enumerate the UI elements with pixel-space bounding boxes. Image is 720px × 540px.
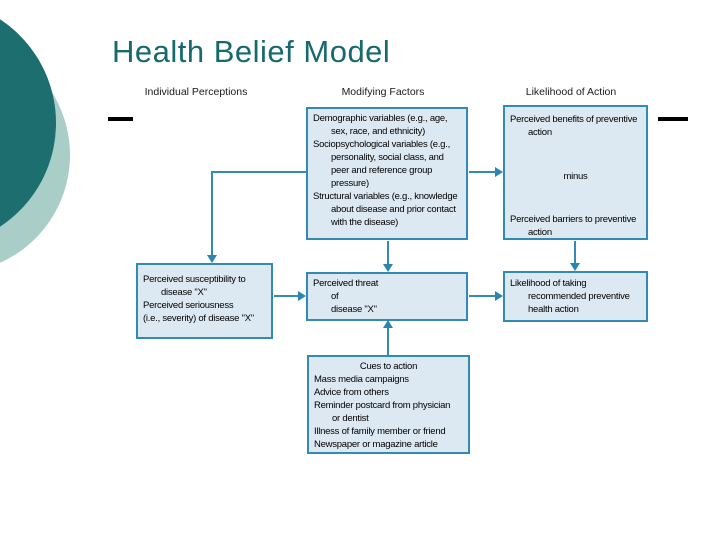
arrowhead-down-into-likelihood (570, 263, 580, 271)
box-text-line: of (331, 291, 339, 302)
box-text-line: Advice from others (314, 387, 389, 398)
box-text-line: about disease and prior contact (331, 204, 456, 215)
arrowhead-right-into-likelihood (495, 291, 503, 301)
box-text-line: or dentist (332, 413, 369, 424)
box-text-line: (i.e., severity) of disease "X" (143, 313, 254, 324)
box-text-line: pressure) (331, 178, 369, 189)
box-text-line: Perceived benefits of preventive (510, 114, 638, 125)
connector-benefits-to-likelihood (574, 241, 576, 264)
box-text-line: action (528, 227, 552, 238)
connector-modifying-to-susceptibility-horizontal (211, 171, 307, 173)
box-text-line: Demographic variables (e.g., age, (313, 113, 448, 124)
connector-susceptibility-to-threat (274, 295, 299, 297)
box-text-line: disease "X" (331, 304, 377, 315)
box-text-line: Sociopsychological variables (e.g., (313, 139, 450, 150)
box-text-minus: minus (563, 171, 588, 182)
box-text-line: Perceived seriousness (143, 300, 234, 311)
connector-modifying-to-benefits (469, 171, 496, 173)
arrowhead-right-into-threat (298, 291, 306, 301)
box-text-line: health action (528, 304, 579, 315)
box-text-line: with the disease) (331, 217, 399, 228)
arrowhead-up-into-threat (383, 320, 393, 328)
box-text-line: Illness of family member or friend (314, 426, 446, 437)
box-text-line: personality, social class, and (331, 152, 444, 163)
box-modifying-variables: Demographic variables (e.g., age, sex, r… (306, 107, 468, 240)
box-text-line: disease "X" (161, 287, 207, 298)
box-text-line: Mass media campaigns (314, 374, 409, 385)
arrowhead-down-into-susceptibility (207, 255, 217, 263)
box-text-line: action (528, 127, 552, 138)
connector-cues-to-threat (387, 327, 389, 356)
box-perceived-susceptibility: Perceived susceptibility to disease "X" … (136, 263, 273, 339)
slide-title: Health Belief Model (112, 34, 391, 69)
box-text-line: Perceived barriers to preventive (510, 214, 637, 225)
box-text-line: sex, race, and ethnicity) (331, 126, 426, 137)
box-perceived-threat: Perceived threat of disease "X" (306, 272, 468, 321)
box-text-line: Reminder postcard from physician (314, 400, 451, 411)
box-text-line: Perceived susceptibility to (143, 274, 246, 285)
column-header-individual-perceptions: Individual Perceptions (144, 86, 248, 98)
column-header-likelihood-of-action: Likelihood of Action (525, 86, 617, 98)
box-text-line: peer and reference group (331, 165, 433, 176)
box-text-line: Structural variables (e.g., knowledge (313, 191, 458, 202)
box-text-line: Perceived threat (313, 278, 379, 289)
column-header-modifying-factors: Modifying Factors (341, 86, 425, 98)
box-cues-to-action: Cues to action Mass media campaigns Advi… (307, 355, 470, 454)
arrowhead-down-into-threat (383, 264, 393, 272)
box-text-line: Likelihood of taking (510, 278, 587, 289)
connector-modifying-to-susceptibility-vertical (211, 171, 213, 256)
box-text-line: recommended preventive (528, 291, 630, 302)
connector-modifying-to-threat (387, 241, 389, 265)
arrowhead-right-into-benefits (495, 167, 503, 177)
decor-rule-left (108, 117, 133, 121)
box-text-line: Newspaper or magazine article (314, 439, 438, 450)
box-text-title: Cues to action (359, 361, 418, 372)
box-likelihood-of-action: Likelihood of taking recommended prevent… (503, 271, 648, 322)
connector-threat-to-likelihood (469, 295, 496, 297)
box-benefits-minus-barriers: Perceived benefits of preventive action … (503, 105, 648, 240)
decor-rule-right (658, 117, 688, 121)
